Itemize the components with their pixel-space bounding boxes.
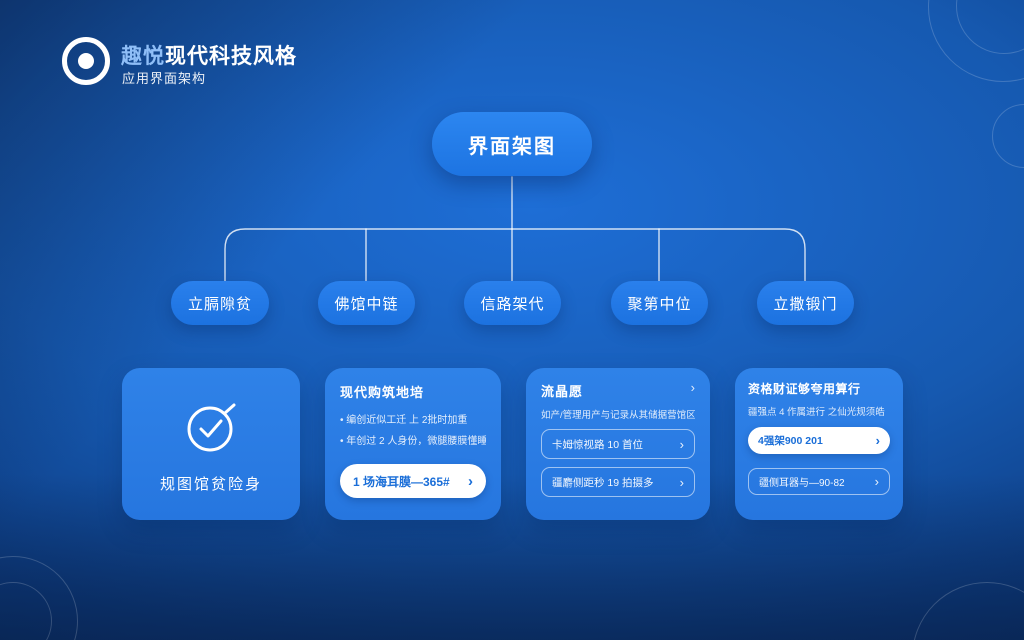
card-action-button[interactable]: 1 场海耳膜—365# › bbox=[340, 464, 486, 498]
chevron-right-icon: › bbox=[679, 474, 684, 490]
card-description: 如产/管理用产与记录从其储据营馆区 bbox=[541, 410, 695, 421]
chevron-right-icon: › bbox=[875, 433, 880, 448]
decorative-circle bbox=[992, 104, 1024, 168]
feature-card-icon: 规图馆贫险身 bbox=[122, 368, 300, 520]
page-title-accent: 趣悦 bbox=[121, 45, 165, 68]
bullet-item: • 年创过 2 人身份，微腿腰膜懂睡 bbox=[340, 436, 486, 447]
card-description: 疆强点 4 作属进行 之仙光规须皓 bbox=[748, 407, 885, 418]
feature-card-modern: 现代购筑地培 • 编创近似工迁 上 2批时加重 • 年创过 2 人身份，微腿腰膜… bbox=[325, 368, 501, 520]
stat-row[interactable]: 疆侧耳器与—90-82 › bbox=[748, 468, 890, 495]
logo-target-icon bbox=[62, 37, 110, 85]
root-node-button[interactable]: 界面架图 bbox=[432, 112, 592, 176]
stat-row-label: 卡姆惊视路 10 首位 bbox=[552, 438, 644, 451]
check-circle-icon bbox=[187, 403, 236, 451]
card-pill-label: 4强架900 201 bbox=[758, 435, 823, 447]
stat-row-label: 疆侧耳器与—90-82 bbox=[759, 478, 845, 489]
feature-card-label: 规图馆贫险身 bbox=[159, 475, 262, 493]
card-bullet-list: • 编创近似工迁 上 2批时加重 • 年创过 2 人身份，微腿腰膜懂睡 bbox=[340, 410, 486, 452]
bullet-item: • 编创近似工迁 上 2批时加重 bbox=[340, 415, 468, 426]
logo-center-dot bbox=[78, 53, 94, 69]
card-title: 资格财证够夸用算行 bbox=[748, 382, 861, 396]
branch-node-5[interactable]: 立撒锻门 bbox=[757, 281, 854, 325]
branch-node-1[interactable]: 立膈隙贫 bbox=[171, 281, 269, 325]
page-title-rest: 现代科技风格 bbox=[165, 45, 297, 68]
chevron-right-icon: › bbox=[679, 436, 684, 452]
card-pill-button[interactable]: 4强架900 201 › bbox=[748, 427, 890, 454]
chevron-right-icon[interactable]: › bbox=[690, 380, 695, 395]
feature-card-stats: 流晶愿 › 如产/管理用产与记录从其储据营馆区 卡姆惊视路 10 首位 › 疆麝… bbox=[526, 368, 710, 520]
branch-node-2[interactable]: 佛馆中链 bbox=[318, 281, 415, 325]
chevron-right-icon: › bbox=[874, 474, 879, 489]
decorative-circle bbox=[912, 582, 1024, 640]
chevron-right-icon: › bbox=[468, 472, 473, 490]
branch-node-4[interactable]: 聚第中位 bbox=[611, 281, 708, 325]
stat-row[interactable]: 疆麝侧距秒 19 拍摄多 › bbox=[541, 467, 695, 497]
stat-row[interactable]: 卡姆惊视路 10 首位 › bbox=[541, 429, 695, 459]
card-title: 现代购筑地培 bbox=[340, 385, 425, 400]
page-subtitle: 应用界面架构 bbox=[122, 71, 207, 86]
page-title: 趣悦现代科技风格 bbox=[121, 40, 297, 70]
card-title: 流晶愿 bbox=[541, 384, 584, 399]
card-action-label: 1 场海耳膜—365# bbox=[353, 474, 450, 489]
branch-node-3[interactable]: 信路架代 bbox=[464, 281, 561, 325]
stat-row-label: 疆麝侧距秒 19 拍摄多 bbox=[552, 476, 654, 489]
feature-card-plan: 资格财证够夸用算行 疆强点 4 作属进行 之仙光规须皓 4强架900 201 ›… bbox=[735, 368, 903, 520]
